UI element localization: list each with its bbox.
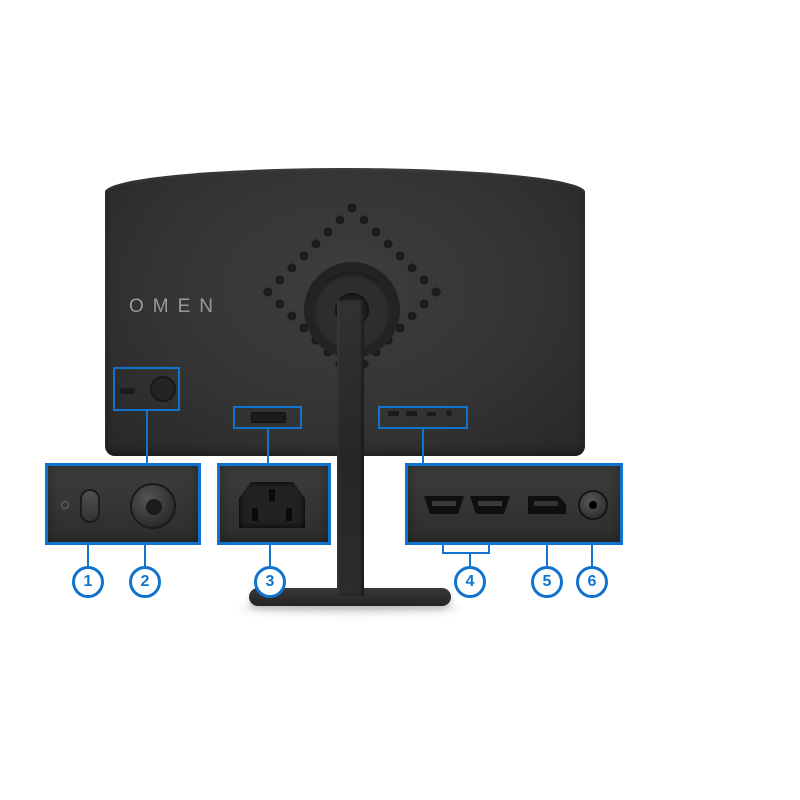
stand-base bbox=[249, 588, 451, 606]
callout-1-number: 1 bbox=[83, 573, 93, 590]
power-connector-icon bbox=[251, 412, 286, 423]
callout-4-number: 4 bbox=[465, 573, 475, 590]
osd-joystick-center bbox=[146, 499, 162, 515]
hdmi-port-1-tongue bbox=[432, 501, 456, 506]
callout-line bbox=[422, 429, 424, 463]
hdmi-port-2-tongue bbox=[478, 501, 502, 506]
ac-ground-pin bbox=[269, 489, 275, 502]
callout-6: 6 bbox=[576, 566, 608, 598]
callout-5: 5 bbox=[531, 566, 563, 598]
callout-line bbox=[488, 545, 490, 553]
brand-logo: OMEN bbox=[129, 296, 222, 317]
highlight-power-connector-region bbox=[233, 406, 302, 429]
callout-4: 4 bbox=[454, 566, 486, 598]
callout-line bbox=[442, 552, 490, 554]
callout-line bbox=[87, 545, 89, 566]
joystick-icon bbox=[150, 376, 176, 402]
stand-column bbox=[337, 300, 364, 596]
displayport-icon bbox=[427, 412, 436, 416]
power-led-icon bbox=[61, 501, 69, 509]
power-button bbox=[80, 489, 100, 523]
callout-3-number: 3 bbox=[265, 573, 275, 590]
callout-line bbox=[144, 545, 146, 566]
displayport-tongue bbox=[534, 501, 558, 506]
callout-line bbox=[469, 553, 471, 566]
callout-line bbox=[442, 545, 444, 553]
callout-6-number: 6 bbox=[587, 573, 597, 590]
audio-jack-hole bbox=[589, 501, 597, 509]
callout-2-number: 2 bbox=[140, 573, 150, 590]
callout-line bbox=[546, 545, 548, 566]
callout-line bbox=[267, 429, 269, 463]
callout-3: 3 bbox=[254, 566, 286, 598]
ac-pin-right bbox=[286, 508, 292, 521]
highlight-power-joystick-region bbox=[113, 367, 180, 411]
highlight-ports-region bbox=[378, 406, 468, 429]
hdmi-port-icon bbox=[388, 411, 399, 416]
hdmi-port-icon bbox=[406, 411, 417, 416]
callout-line bbox=[269, 545, 271, 566]
ac-pin-left bbox=[252, 508, 258, 521]
audio-jack-icon bbox=[446, 410, 452, 416]
callout-5-number: 5 bbox=[542, 573, 552, 590]
callout-line bbox=[146, 411, 148, 463]
callout-line bbox=[591, 545, 593, 566]
callout-2: 2 bbox=[129, 566, 161, 598]
power-button-icon bbox=[120, 388, 135, 394]
callout-1: 1 bbox=[72, 566, 104, 598]
